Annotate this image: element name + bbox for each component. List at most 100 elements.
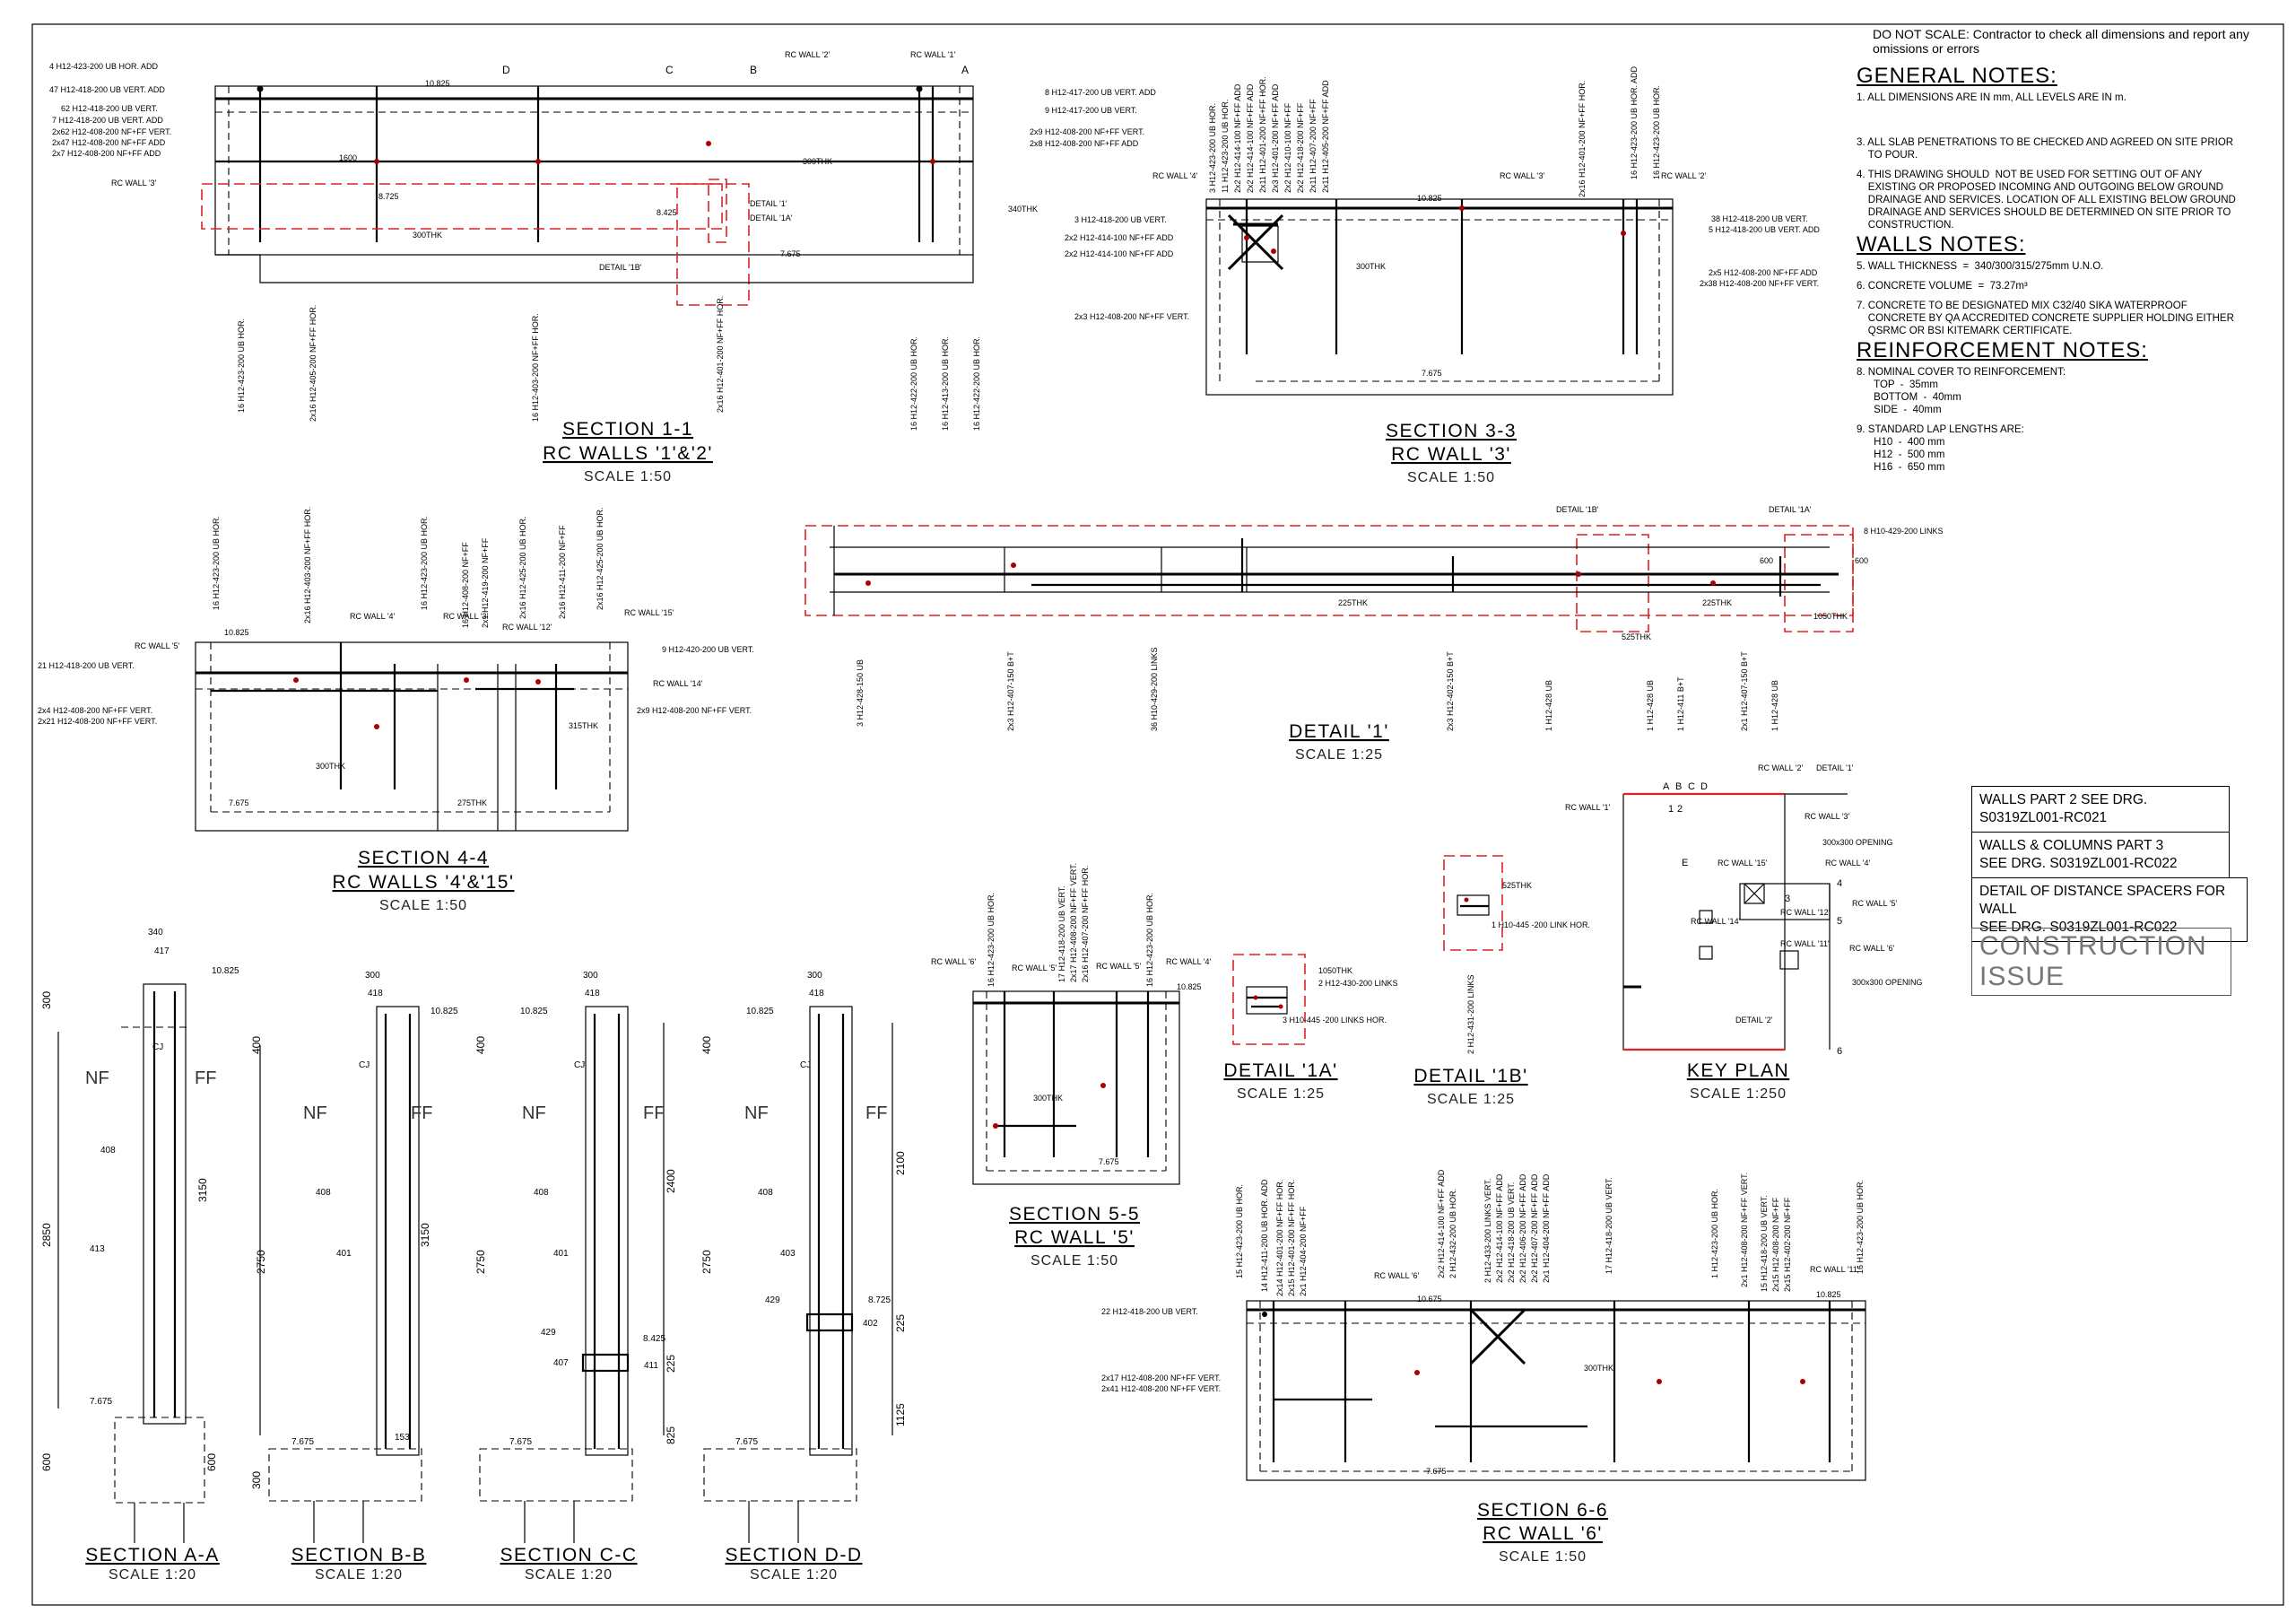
saa-dim-2850: 2850 bbox=[40, 1223, 53, 1247]
title-sbb-scale: SCALE 1:20 bbox=[315, 1567, 403, 1583]
s11-left-bar-6: 2x47 H12-408-200 NF+FF ADD bbox=[52, 138, 166, 147]
saa-nf: NF bbox=[85, 1068, 109, 1088]
scc-cj: CJ bbox=[574, 1060, 585, 1070]
scc-bar2-label: 408 bbox=[534, 1188, 549, 1198]
s33-top-bar-12: 16 H12-423-200 UB HOR. ADD bbox=[1630, 65, 1639, 179]
s66-top-bar-3: 2x14 H12-401-200 NF+FF HOR. bbox=[1275, 1180, 1284, 1296]
saa-cj: CJ bbox=[152, 1042, 163, 1052]
s11-left-bar-4: 7 H12-418-200 UB VERT. ADD bbox=[52, 116, 163, 125]
title-sbb: SECTION B-B bbox=[291, 1545, 427, 1565]
s11-bottom-bar-1: 16 H12-423-200 UB HOR. bbox=[237, 318, 246, 413]
sdd-cj: CJ bbox=[800, 1060, 811, 1070]
sbb-bar2-label: 408 bbox=[316, 1188, 331, 1198]
s66-top-bar-9: 2x2 H12-414-100 NF+FF ADD bbox=[1495, 1173, 1504, 1283]
sbb-dim-level: 10.825 bbox=[430, 1007, 458, 1016]
detail-1b bbox=[1443, 855, 1503, 951]
s11-left-bar-3: 62 H12-418-200 UB VERT. bbox=[61, 104, 158, 113]
saa-dim-3150: 3150 bbox=[196, 1178, 209, 1202]
kp-cut-d: D bbox=[1700, 781, 1708, 792]
ref-2-line-1: WALLS & COLUMNS PART 3 bbox=[1979, 838, 2164, 853]
title-s11-scale: SCALE 1:50 bbox=[584, 469, 672, 484]
detail-1a bbox=[1232, 954, 1306, 1045]
title-d1a: DETAIL '1A' bbox=[1223, 1060, 1337, 1081]
s11-cut-a: A bbox=[961, 64, 969, 76]
section-4-4 bbox=[195, 641, 629, 832]
s11-left-bar-5: 2x62 H12-408-200 NF+FF VERT. bbox=[52, 127, 171, 136]
saa-dim-600b: 600 bbox=[205, 1453, 218, 1471]
saa-dim-level: 10.825 bbox=[212, 966, 239, 976]
sbb-ff: FF bbox=[411, 1103, 432, 1123]
saa-dim-600a: 600 bbox=[40, 1453, 53, 1471]
s66-top-bar-12: 2x2 H12-407-200 NF+FF ADD bbox=[1530, 1173, 1539, 1283]
kp-label-opening-1: 300x300 OPENING bbox=[1822, 838, 1893, 847]
s44-top-bar-3: 16 H12-423-200 UB HOR. bbox=[420, 516, 429, 610]
kp-label-wall14: RC WALL '14' bbox=[1691, 917, 1741, 926]
kp-cut-3: 3 bbox=[1785, 894, 1790, 904]
title-scc-scale: SCALE 1:20 bbox=[525, 1567, 613, 1583]
sbb-dim-418: 418 bbox=[368, 989, 383, 998]
walls-notes-heading: WALLS NOTES: bbox=[1857, 232, 2026, 257]
sbb-dim-400: 400 bbox=[250, 1036, 263, 1054]
kp-label-wall1: RC WALL '1' bbox=[1565, 803, 1611, 812]
s11-right-bar-2: 9 H12-417-200 UB VERT. bbox=[1045, 106, 1137, 115]
s11-dim-top: 10.825 bbox=[425, 79, 450, 88]
ref-box-walls-columns-part3: WALLS & COLUMNS PART 3 SEE DRG. S0319ZL0… bbox=[1971, 832, 2230, 878]
d1-dim-600-1: 600 bbox=[1760, 556, 1773, 565]
d1-thk-3: 525THK bbox=[1622, 632, 1651, 641]
sbb-dim-300b: 300 bbox=[250, 1471, 263, 1489]
kp-label-wall6: RC WALL '6' bbox=[1849, 944, 1895, 953]
s33-dim-top: 10.825 bbox=[1417, 194, 1442, 203]
note-3: 3. ALL SLAB PENETRATIONS TO BE CHECKED A… bbox=[1857, 137, 2234, 161]
sdd-dim-8725: 8.725 bbox=[868, 1295, 891, 1305]
s44-left-bar-1: 21 H12-418-200 UB VERT. bbox=[38, 661, 135, 670]
sbb-dim-153: 153 bbox=[395, 1433, 410, 1443]
s33-label-wall4: RC WALL '4' bbox=[1152, 171, 1198, 180]
key-plan bbox=[1622, 792, 1848, 1051]
sheet-border bbox=[31, 23, 2284, 1606]
ref-box-walls-part2: WALLS PART 2 SEE DRG. S0319ZL001-RC021 bbox=[1971, 786, 2230, 833]
s44-top-bar-5: 2x1 H12-419-200 NF+FF bbox=[481, 537, 490, 628]
s33-top-bar-10: 2x11 H12-405-200 NF+FF ADD bbox=[1321, 80, 1330, 193]
sdd-bar2-label: 408 bbox=[758, 1188, 773, 1198]
s11-bottom-bar-7: 16 H12-422-200 UB HOR. bbox=[972, 336, 981, 431]
section-titles: SECTION 1-1 RC WALLS '1'&'2' SCALE 1:50 … bbox=[85, 419, 1787, 1583]
sdd-dim-2100: 2100 bbox=[894, 1151, 907, 1175]
sbb-bar-label: 401 bbox=[336, 1249, 352, 1259]
note-4: 4. THIS DRAWING SHOULD NOT BE USED FOR S… bbox=[1857, 170, 2236, 231]
disclaimer: DO NOT SCALE: Contractor to check all di… bbox=[1873, 27, 2249, 56]
kp-label-wall5: RC WALL '5' bbox=[1852, 899, 1898, 908]
s33-top-bar-7: 2x2 H12-410-100 NF+FF bbox=[1283, 102, 1292, 193]
kp-label-wall12: RC WALL '12' bbox=[1780, 908, 1831, 917]
s44-top-bar-8: 2x16 H12-425-200 UB HOR. bbox=[596, 507, 604, 610]
section-6-6 bbox=[1246, 1300, 1866, 1481]
s66-top-bar-16: 2x1 H12-408-200 NF+FF VERT. bbox=[1740, 1173, 1749, 1287]
scc-lap3-label: 411 bbox=[644, 1361, 658, 1371]
kp-label-detail2: DETAIL '2' bbox=[1735, 1016, 1773, 1025]
s44-label-wall4: RC WALL '4' bbox=[350, 612, 396, 621]
scc-level-low: 7.675 bbox=[509, 1437, 532, 1447]
s33-top-bar-9: 2x11 H12-407-200 NF+FF bbox=[1309, 99, 1318, 193]
section-5-5 bbox=[972, 990, 1180, 1185]
ref-box-distance-spacers: DETAIL OF DISTANCE SPACERS FOR WALL SEE … bbox=[1971, 877, 2248, 942]
kp-cut-e: E bbox=[1682, 858, 1688, 868]
scc-dim-level: 10.825 bbox=[520, 1007, 548, 1016]
scc-bar-label: 401 bbox=[553, 1249, 569, 1259]
note-9: 9. STANDARD LAP LENGTHS ARE: H10 - 400 m… bbox=[1857, 424, 2024, 473]
scc-nf: NF bbox=[522, 1103, 546, 1123]
scc-dim-2400: 2400 bbox=[665, 1169, 677, 1193]
saa-bar-label: 413 bbox=[90, 1244, 105, 1254]
s66-dim-bottom: 7.675 bbox=[1426, 1467, 1447, 1476]
ref-3-line-2: SEE DRG. S0319ZL001-RC022 bbox=[1979, 920, 2178, 935]
notes-panel: GENERAL NOTES: 1. ALL DIMENSIONS ARE IN … bbox=[1857, 63, 2269, 481]
d1-label-detail1a: DETAIL '1A' bbox=[1769, 505, 1812, 514]
d1-thk-2: 225THK bbox=[1702, 598, 1732, 607]
section-b-b bbox=[259, 1006, 422, 1543]
s33-thk: 300THK bbox=[1356, 262, 1386, 271]
construction-issue-stamp: CONSTRUCTION ISSUE bbox=[1971, 928, 2231, 996]
d1b-thk: 525THK bbox=[1502, 881, 1532, 890]
s66-dim-left: 10.675 bbox=[1417, 1295, 1442, 1304]
kp-label-detail1: DETAIL '1' bbox=[1816, 763, 1854, 772]
s55-dim-bottom: 7.675 bbox=[1099, 1157, 1119, 1166]
kp-cut-b: B bbox=[1675, 781, 1682, 792]
s11-label-detail1: DETAIL '1' bbox=[750, 199, 787, 208]
